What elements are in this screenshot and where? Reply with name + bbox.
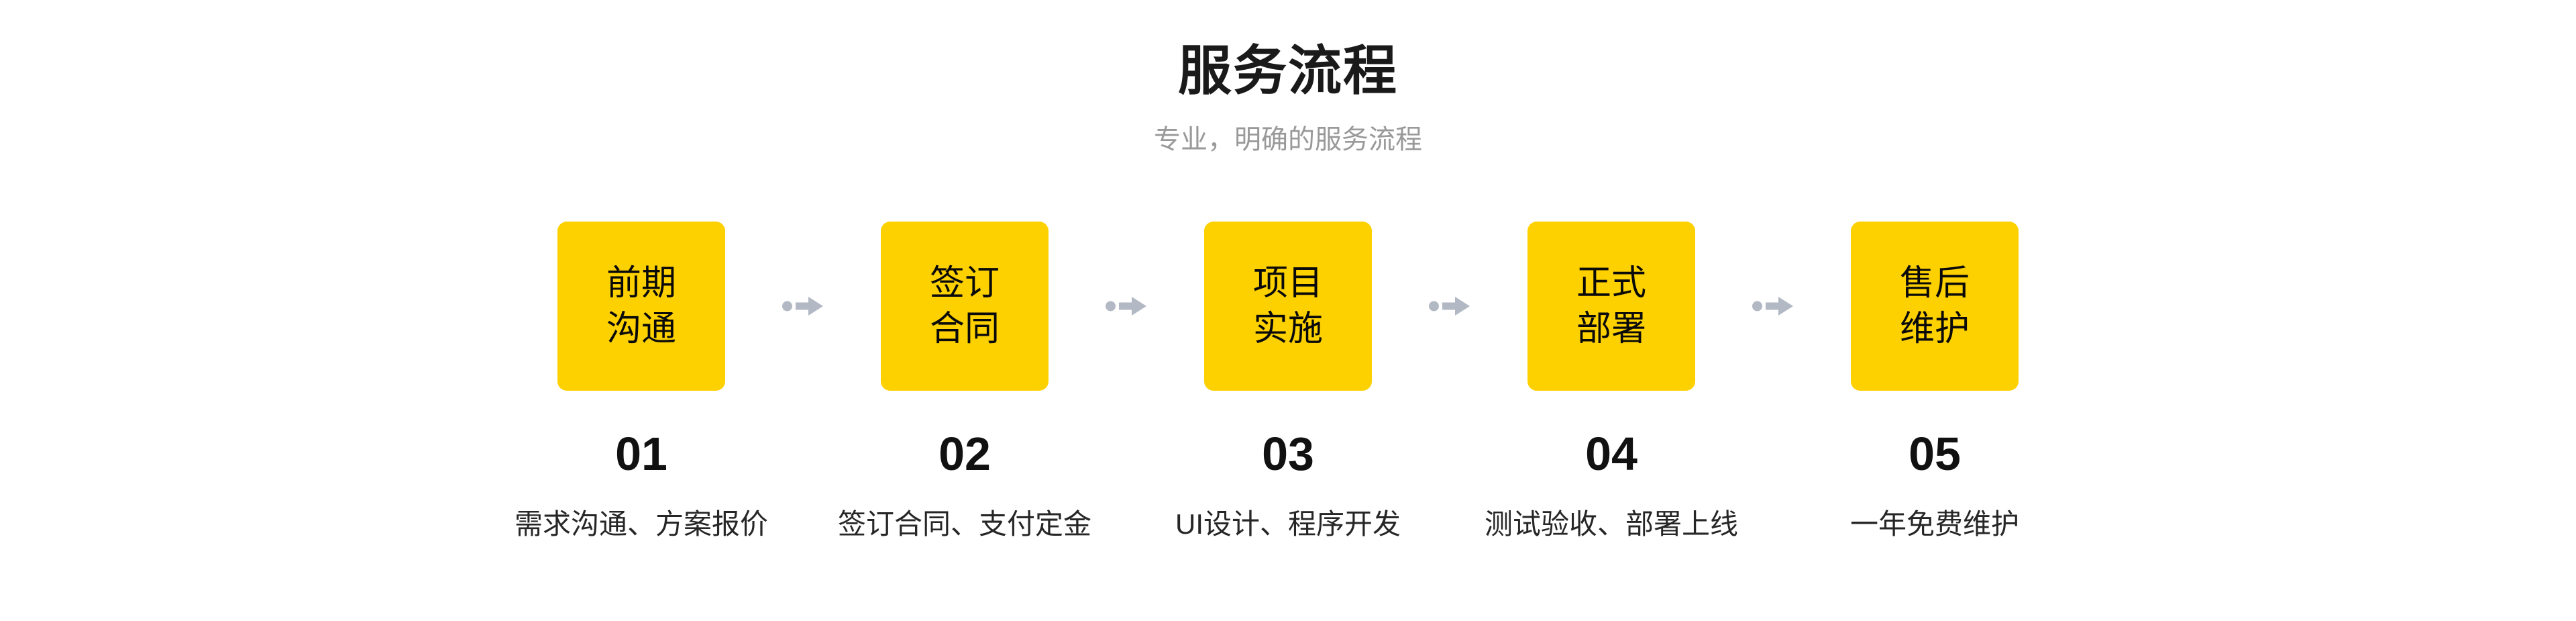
dot-arrow-right-icon (1429, 297, 1470, 316)
step-3-description: UI设计、程序开发 (1175, 508, 1401, 540)
step-2-card-label-line2: 合同 (929, 309, 1000, 348)
step-1-card: 前期 沟通 (557, 222, 725, 391)
step-2-number: 02 (938, 428, 991, 480)
step-5-card: 售后 维护 (1851, 222, 2019, 391)
step-5: 售后 维护 05 一年免费维护 (1850, 222, 2020, 541)
dot-arrow-right-icon (1752, 297, 1793, 316)
dot-arrow-right-icon (1106, 297, 1146, 316)
step-4-card: 正式 部署 (1527, 222, 1695, 391)
step-2-card-label-line1: 签订 (929, 264, 1000, 303)
step-4: 正式 部署 04 测试验收、部署上线 (1485, 222, 1738, 541)
step-5-number: 05 (1909, 428, 1961, 480)
page-title: 服务流程 (1178, 41, 1398, 101)
connector-2 (1049, 222, 1204, 391)
step-2: 签订 合同 02 签订合同、支付定金 (838, 222, 1091, 541)
steps-row: 前期 沟通 01 需求沟通、方案报价 签订 合同 02 签订合同、支付定金 (0, 222, 2576, 541)
step-5-card-label-line1: 售后 (1899, 264, 1970, 303)
step-4-card-label-line1: 正式 (1576, 264, 1646, 303)
service-process-section: 服务流程 专业，明确的服务流程 前期 沟通 01 需求沟通、方案报价 签订 合同… (0, 41, 2576, 541)
step-5-card-label-line2: 维护 (1899, 309, 1970, 348)
step-3-number: 03 (1262, 428, 1314, 480)
step-3: 项目 实施 03 UI设计、程序开发 (1175, 222, 1401, 541)
connector-1 (725, 222, 881, 391)
step-1-description: 需求沟通、方案报价 (515, 508, 769, 540)
step-5-description: 一年免费维护 (1850, 508, 2020, 540)
step-1: 前期 沟通 01 需求沟通、方案报价 (515, 222, 768, 541)
step-2-card: 签订 合同 (881, 222, 1049, 391)
step-4-card-label-line2: 部署 (1576, 309, 1646, 348)
connector-3 (1372, 222, 1527, 391)
step-4-description: 测试验收、部署上线 (1485, 508, 1739, 540)
dot-arrow-right-icon (782, 297, 823, 316)
step-4-number: 04 (1585, 428, 1638, 480)
page-subtitle: 专业，明确的服务流程 (1154, 125, 1422, 154)
step-3-card-label-line2: 实施 (1252, 309, 1323, 348)
step-3-card-label-line1: 项目 (1252, 264, 1323, 303)
step-1-card-label-line1: 前期 (606, 264, 676, 303)
step-3-card: 项目 实施 (1204, 222, 1372, 391)
connector-4 (1695, 222, 1851, 391)
step-1-number: 01 (615, 428, 667, 480)
step-2-description: 签订合同、支付定金 (838, 508, 1092, 540)
step-1-card-label-line2: 沟通 (606, 309, 676, 348)
